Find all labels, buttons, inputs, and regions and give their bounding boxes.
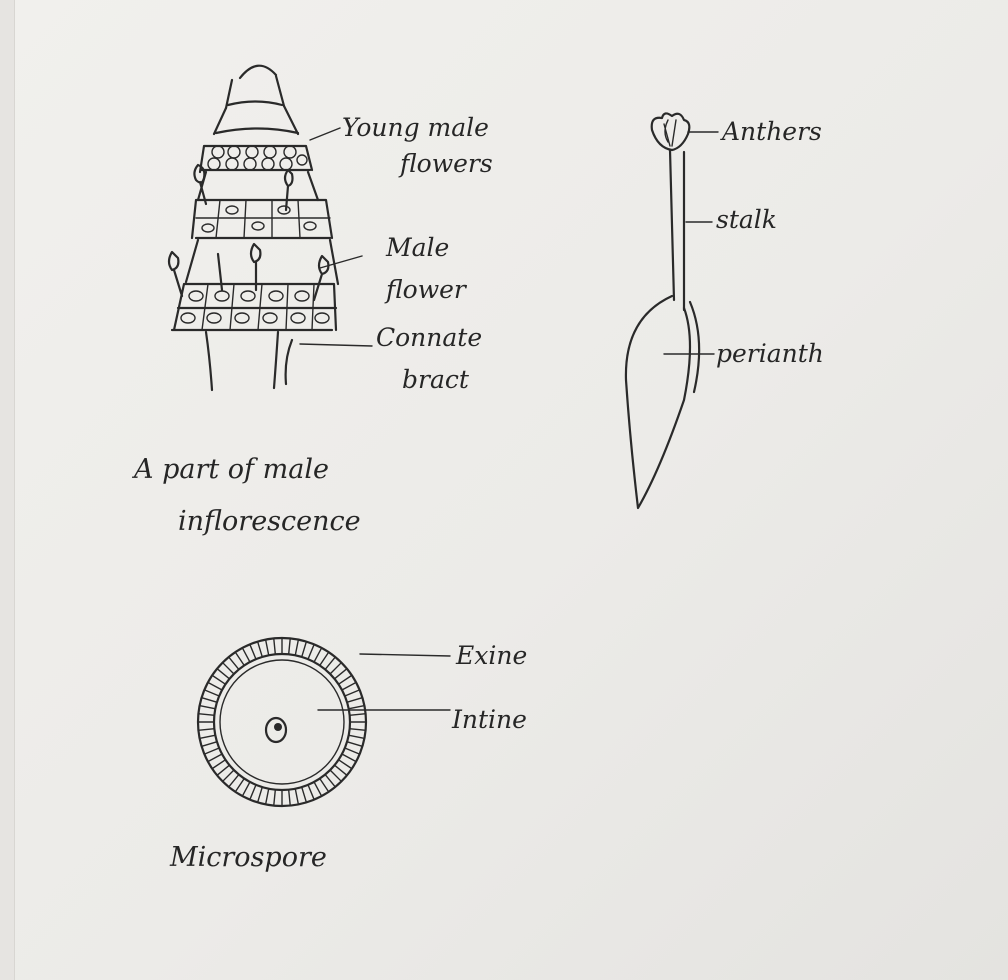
label-male-flower-line2: flower	[384, 275, 468, 304]
label-anthers: Anthers	[720, 117, 822, 146]
label-exine: Exine	[455, 641, 527, 670]
exine-hatch-line	[201, 735, 215, 738]
exine-hatch-line	[201, 706, 215, 709]
exine-hatch-line	[320, 653, 328, 665]
exine-hatch-line	[258, 788, 262, 801]
exine-hatch-line	[258, 643, 262, 656]
exine-hatch-line	[346, 690, 359, 695]
exine-hatch-line	[351, 729, 365, 730]
exine-hatch-line	[274, 791, 275, 805]
exine-hatch-line	[213, 760, 225, 768]
exine-hatch-line	[326, 775, 335, 786]
exine-hatch-line	[266, 641, 269, 655]
exine-hatch-line	[203, 742, 216, 746]
microspore-drawing	[198, 638, 450, 806]
exine-hatch-line	[308, 786, 313, 799]
exine-hatch-line	[213, 676, 225, 684]
exine-hatch-line	[295, 790, 298, 804]
exine-hatch-line	[346, 748, 359, 753]
exine-hatch-line	[289, 639, 290, 653]
exine-hatch-line	[326, 658, 335, 669]
exine-hatch-line	[339, 676, 351, 684]
exine-hatch-line	[348, 742, 361, 746]
exine-hatch-line	[243, 649, 250, 661]
label-intine: Intine	[451, 705, 527, 734]
exine-hatch-line	[302, 788, 306, 801]
exine-hatch-line	[295, 641, 298, 655]
exine-hatch-line	[315, 649, 322, 661]
exine-hatch-line	[223, 663, 233, 673]
exine-hatch-line	[250, 786, 255, 799]
caption-inflorescence-line2: inflorescence	[178, 506, 361, 537]
exine-hatch-line	[350, 735, 364, 738]
exine-hatch-line	[331, 771, 341, 781]
exine-hatch-line	[243, 783, 250, 795]
exine-hatch-line	[339, 760, 351, 768]
exine-hatch-line	[274, 639, 275, 653]
caption-microspore: Microspore	[169, 842, 327, 873]
label-perianth: perianth	[716, 339, 824, 368]
exine-hatch-line	[266, 790, 269, 804]
label-young-male-flowers-line2: flowers	[398, 149, 493, 178]
exine-hatch-line	[315, 783, 322, 795]
exine-hatch-line	[289, 791, 290, 805]
exine-hatch-line	[308, 645, 313, 658]
exine-hatch-line	[250, 645, 255, 658]
male-flower-drawing	[626, 113, 718, 508]
label-connate-bract-line1: Connate	[376, 323, 482, 352]
exine-hatch-line	[236, 653, 244, 665]
exine-hatch-line	[335, 669, 346, 678]
exine-hatch-line	[348, 698, 361, 702]
exine-hatch-line	[343, 683, 355, 690]
exine-hatch-line	[199, 714, 213, 715]
exine-hatch-line	[218, 766, 229, 775]
label-male-flower-line1: Male	[385, 233, 449, 262]
exine-hatch-line	[205, 748, 218, 753]
exine-hatch-line	[229, 775, 238, 786]
exine-hatch-line	[335, 766, 346, 775]
exine-hatch-line	[302, 643, 306, 656]
label-young-male-flowers-line1: Young male	[342, 113, 489, 142]
exine-hatch-line	[218, 669, 229, 678]
exine-hatch-line	[320, 779, 328, 791]
exine-hatch-line	[209, 755, 221, 762]
caption-inflorescence-line1: A part of male	[131, 454, 329, 485]
exine-hatch-line	[203, 698, 216, 702]
exine-hatch-line	[209, 683, 221, 690]
label-connate-bract-line2: bract	[402, 365, 470, 394]
exine-hatch-line	[351, 714, 365, 715]
exine-hatch-line	[229, 658, 238, 669]
exine-hatch-line	[331, 663, 341, 673]
exine-hatch-line	[343, 755, 355, 762]
label-stalk: stalk	[716, 205, 777, 234]
exine-hatch-line	[236, 779, 244, 791]
exine-hatch-line	[205, 690, 218, 695]
exine-hatch-line	[223, 771, 233, 781]
exine-hatch-line	[350, 706, 364, 709]
exine-hatch-line	[199, 729, 213, 730]
